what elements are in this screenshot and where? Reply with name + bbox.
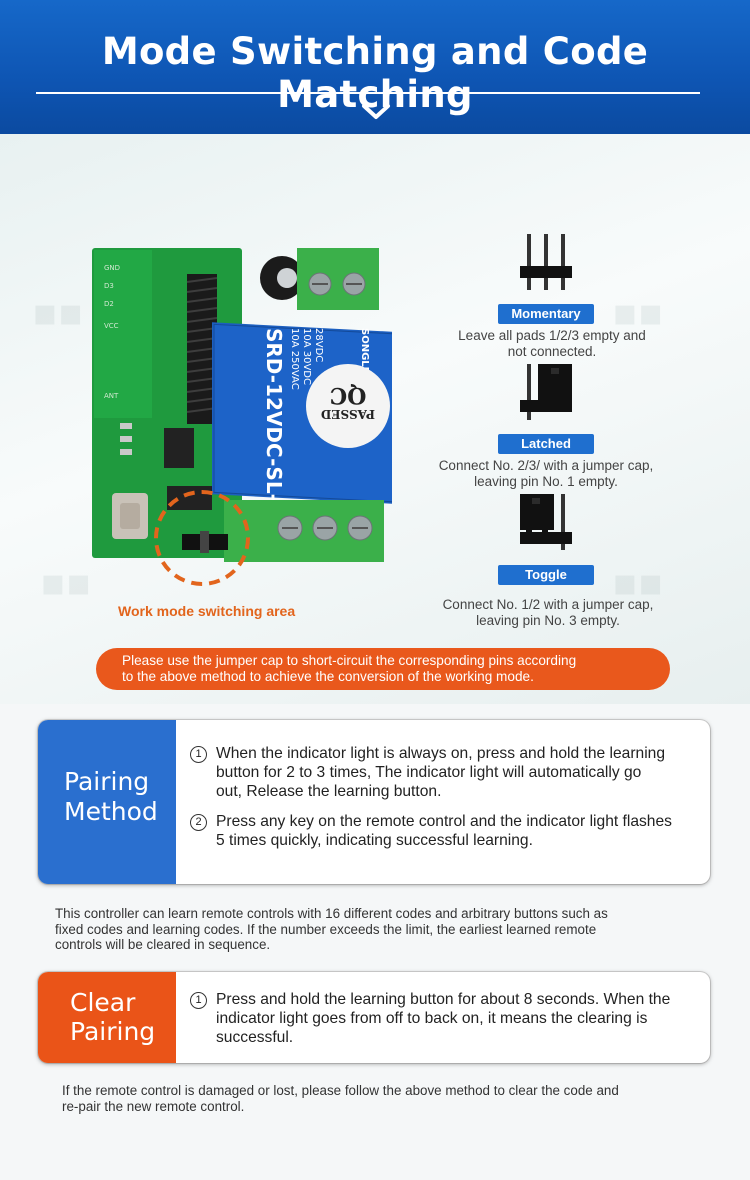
svg-text:VCC: VCC [104,322,119,330]
clear-note: If the remote control is damaged or lost… [62,1083,722,1114]
step-number-icon: 1 [190,746,207,763]
pairing-steps: 1 When the indicator light is always on,… [190,744,704,850]
clear-pairing-label: Clear Pairing [38,972,176,1063]
step-text-line: successful. [216,1029,294,1046]
step-text-line: Press and hold the learning button for a… [216,991,671,1008]
svg-text:GND: GND [104,264,120,272]
mode-desc-line: leaving pin No. 1 empty. [474,474,618,489]
toggle-pins-icon [520,494,572,550]
mode-badge-toggle: Toggle [498,565,594,585]
clear-title-line: Clear [70,988,136,1017]
header-divider [36,92,700,94]
pairing-step-1: 1 When the indicator light is always on,… [190,744,704,801]
mode-desc-line: not connected. [507,344,597,359]
pairing-method-card: Pairing Method 1 When the indicator ligh… [38,720,710,884]
mode-desc-toggle: Connect No. 1/2 with a jumper cap, leavi… [408,597,688,629]
mode-desc-line: leaving pin No. 3 empty. [476,613,620,628]
latched-pins-icon [520,364,572,420]
relay-brand-text: SONGLE [359,328,370,374]
clear-steps: 1 Press and hold the learning button for… [190,990,704,1047]
note-line: fixed codes and learning codes. If the n… [55,921,597,937]
note-line: This controller can learn remote control… [55,906,608,921]
step-text-line: 5 times quickly, indicating successful l… [216,832,533,849]
relay-spec-text: 28VDC [313,328,324,362]
chevron-down-icon [362,104,390,119]
banner-line: to the above method to achieve the conve… [122,669,534,684]
step-number-icon: 1 [190,992,207,1009]
step-text-line: When the indicator light is always on, p… [216,745,666,762]
step-text-line: indicator light goes from off to back on… [216,1010,648,1027]
step-text-line: button for 2 to 3 times, The indicator l… [216,764,642,781]
momentary-pins-icon [520,234,572,290]
page-title: Mode Switching and Code Matching [101,30,649,116]
mode-badge-momentary: Momentary [498,304,594,324]
relay-spec-text: 10A 250VAC [289,328,300,390]
pairing-method-label: Pairing Method [38,720,176,884]
banner-line: Please use the jumper cap to short-circu… [122,653,577,668]
watermark-mark: ▪▪ [612,560,664,604]
qc-passed-text: PASSED [321,407,375,421]
pairing-step-2: 2 Press any key on the remote control an… [190,812,704,850]
step-number-icon: 2 [190,814,207,831]
note-line: If the remote control is damaged or lost… [62,1083,619,1098]
clear-pairing-card: Clear Pairing 1 Press and hold the learn… [38,972,710,1063]
svg-text:ANT: ANT [104,392,119,400]
svg-text:D2: D2 [104,300,114,308]
mode-desc-latched: Connect No. 2/3/ with a jumper cap, leav… [406,458,686,490]
note-line: controls will be cleared in sequence. [55,937,271,952]
mode-desc-line: Connect No. 2/3/ with a jumper cap, [438,458,654,473]
mode-desc-line: Leave all pads 1/2/3 empty and [458,328,646,343]
step-text-line: Press any key on the remote control and … [216,813,672,830]
qc-text: QC [330,382,367,408]
watermark-mark: ▪▪ [40,560,92,604]
pairing-note: This controller can learn remote control… [55,906,715,953]
watermark-mark: ▪▪ [32,290,84,334]
clear-title-line: Pairing [70,1017,156,1046]
switch-area-label: Work mode switching area [118,603,296,619]
header-banner: Mode Switching and Code Matching [0,0,750,134]
pairing-title-line: Pairing [64,767,150,796]
watermark-mark: ▪▪ [612,290,664,334]
relay-model-text: SRD-12VDC-SL-C [262,328,286,517]
mode-badge-latched: Latched [498,434,594,454]
step-text-line: out, Release the learning button. [216,783,442,800]
note-line: re-pair the new remote control. [62,1098,245,1114]
clear-step-1: 1 Press and hold the learning button for… [190,990,704,1047]
mode-desc-momentary: Leave all pads 1/2/3 empty and not conne… [412,328,692,360]
receiver-board-image: GND D3 D2 VCC ANT SRD-12VDC-SL-C 10A 250… [92,248,392,586]
jumper-instruction-banner: Please use the jumper cap to short-circu… [96,648,670,690]
svg-text:D3: D3 [104,282,114,290]
mode-desc-line: Connect No. 1/2 with a jumper cap, [442,597,654,612]
pairing-title-line: Method [64,797,158,826]
relay-spec-text: 10A 30VDC [301,328,312,385]
